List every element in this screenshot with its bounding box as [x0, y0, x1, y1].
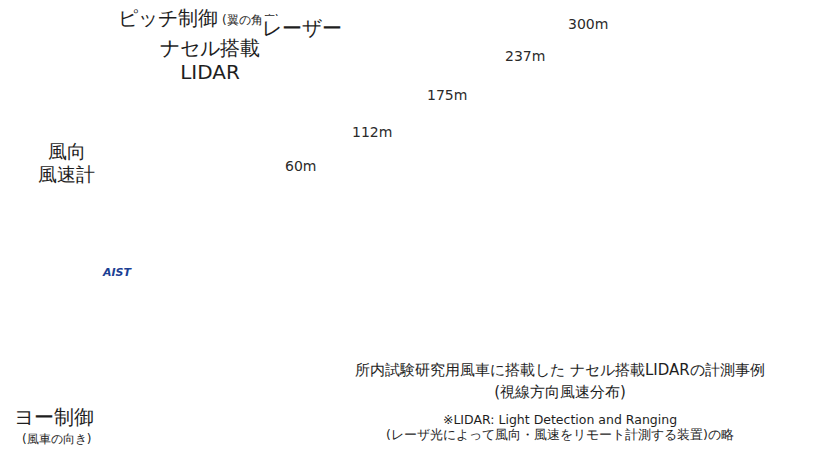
- measure-dot: [302, 178, 309, 185]
- laser-beam: [152, 258, 810, 340]
- distance-label: 60m: [283, 158, 318, 175]
- measurement-plane: 112m: [350, 122, 457, 299]
- plane-fill: [372, 148, 455, 297]
- wind-speed-map: [503, 46, 642, 321]
- nacelle: [92, 248, 156, 290]
- pointer-arrow: [160, 96, 205, 246]
- laser-beam: [152, 10, 648, 258]
- laser-beam: [152, 258, 810, 278]
- plane-fill: [525, 72, 640, 319]
- turbine-tower: [104, 284, 148, 470]
- measurement-plane: 300m: [566, 14, 722, 331]
- turbine-blade: [100, 18, 149, 254]
- pitch-arrow: [82, 32, 120, 86]
- distance-label: 112m: [350, 124, 394, 141]
- turbine-blade: [158, 254, 258, 322]
- control-label: ピッチ制御: [118, 6, 218, 30]
- measure-dot: [369, 201, 376, 208]
- plane-fill: [305, 182, 372, 287]
- hub: [147, 247, 163, 269]
- measure-dot: [369, 284, 376, 291]
- logo-stripe: [100, 281, 126, 284]
- measure-dot: [369, 233, 376, 240]
- logo-text: AIST: [103, 266, 131, 279]
- measurement-plane: 237m: [503, 46, 642, 321]
- wind-speed-map: [425, 85, 547, 310]
- distance-label: 175m: [425, 87, 469, 104]
- pointer-arrow: [322, 50, 404, 114]
- laser-beam: [152, 74, 810, 258]
- high-speed-zone: [628, 45, 707, 140]
- figure-caption: 所内試験研究用風車に搭載した ナセル搭載LIDARの計測事例(視線方向風速分布): [340, 360, 780, 404]
- wind-speed-map: [283, 156, 374, 289]
- laser-label: レーザー: [262, 16, 342, 40]
- measurement-plane: 60m: [283, 156, 374, 289]
- high-speed-zone: [531, 117, 612, 214]
- control-note: (風車の向き): [22, 432, 91, 446]
- sensor-label: ナセル搭載 LIDAR: [160, 36, 260, 84]
- distance-label: 237m: [503, 48, 547, 65]
- measure-dot: [340, 261, 347, 268]
- pointer-arrow: [70, 204, 98, 246]
- footnote: ※LIDAR: Light Detection and Ranging (レーザ…: [370, 412, 750, 442]
- measurement-plane: 175m: [425, 85, 547, 310]
- laser-beam: [152, 192, 810, 258]
- plane-fill: [588, 40, 720, 329]
- wind-speed-map: [566, 14, 722, 331]
- high-speed-zone: [457, 140, 526, 222]
- plane-fill: [447, 111, 545, 308]
- distance-label: 300m: [566, 16, 610, 33]
- sensor-label: 風向 風速計: [38, 140, 95, 186]
- wind-speed-map: [350, 122, 457, 299]
- measure-dot: [302, 270, 309, 277]
- turbine-blade: [28, 254, 146, 320]
- yaw-arrow: [82, 380, 174, 394]
- control-label: ヨー制御: [14, 405, 94, 429]
- measure-dot: [340, 236, 347, 243]
